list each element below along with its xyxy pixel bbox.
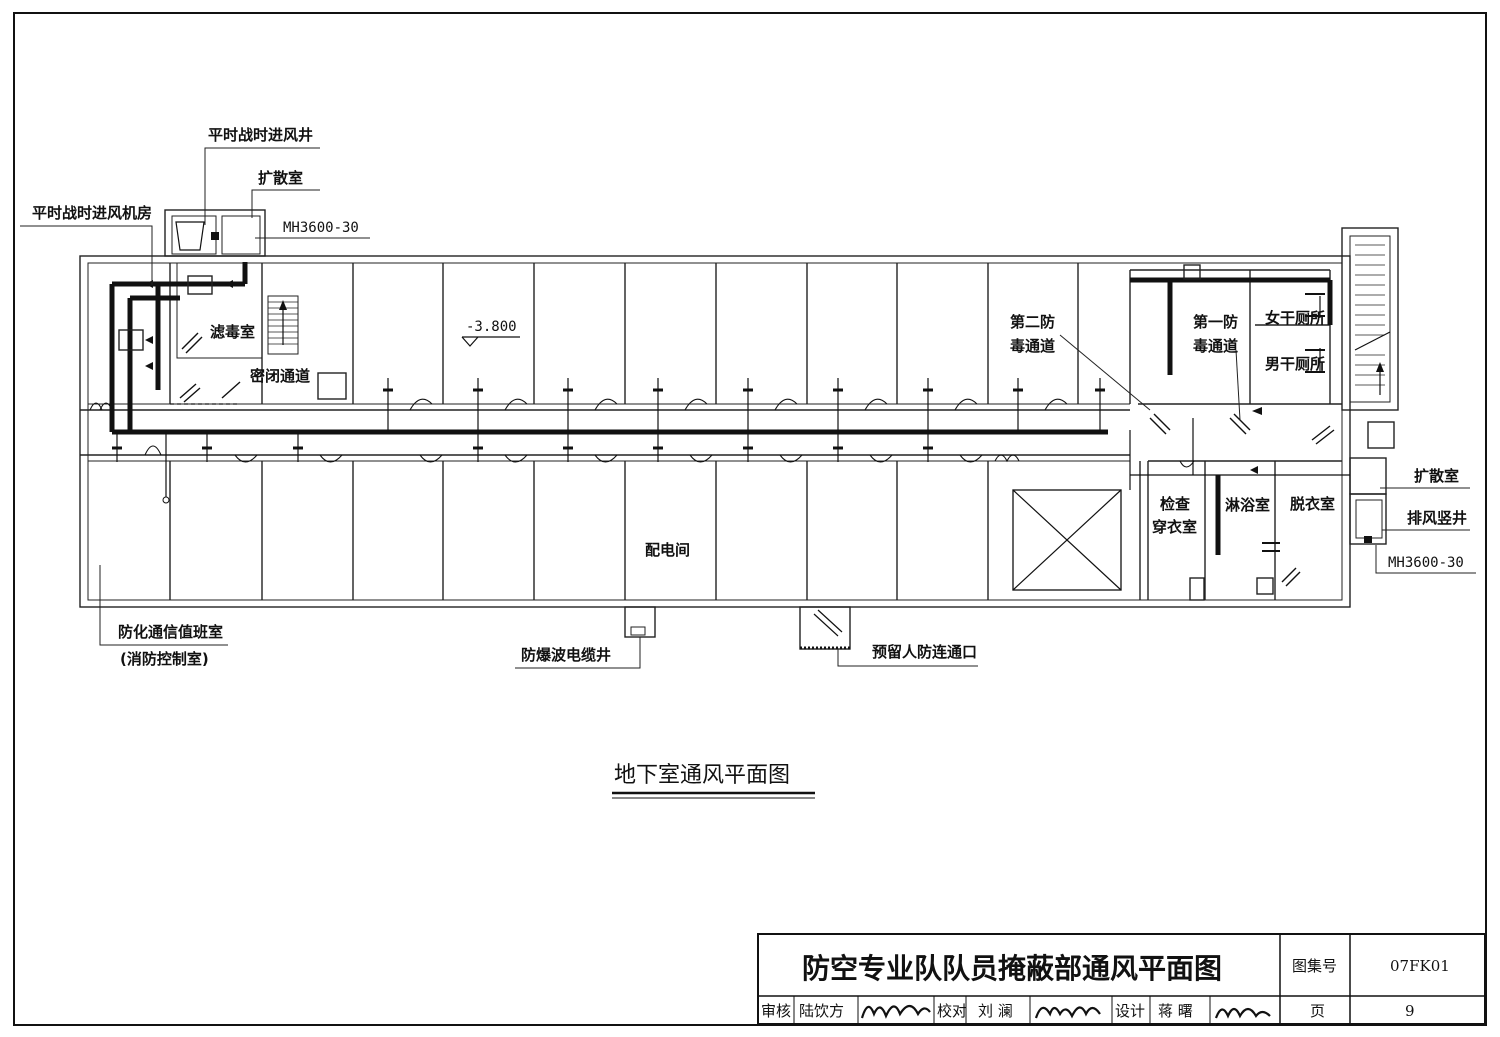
title-block: 防空专业队队员掩蔽部通风平面图 图集号 07FK01 审核 陆饮方 校对 刘 澜… xyxy=(757,933,1486,1025)
sheet-frame xyxy=(13,12,1487,1026)
airtight-passage-label: 密闭通道 xyxy=(250,367,310,385)
atlas-label: 图集号 xyxy=(1292,957,1337,975)
filter-room-label: 滤毒室 xyxy=(210,323,255,341)
building-walls xyxy=(79,255,1351,608)
elevation-text: -3.800 xyxy=(466,319,517,335)
comm-room-label-1: 防化通信值班室 xyxy=(118,623,223,641)
inspect-room-label-2: 穿衣室 xyxy=(1152,518,1197,536)
second-decon-label-1: 第二防 xyxy=(1010,313,1055,331)
undress-room-label: 脱衣室 xyxy=(1290,495,1335,513)
valve-top-label: MH3600-30 xyxy=(283,220,359,236)
drawing-title: 地下室通风平面图 xyxy=(614,763,790,788)
checker-name: 刘 澜 xyxy=(978,1002,1013,1020)
exhaust-stair-block xyxy=(1341,227,1399,545)
callouts: 平时战时进风井 扩散室 平时战时进风机房 MH3600-30 扩散室 排风竖井 … xyxy=(20,126,1476,669)
door-swings xyxy=(89,398,1195,468)
title-block-title: 防空专业队队员掩蔽部通风平面图 xyxy=(802,952,1222,985)
void-cross-box xyxy=(1012,489,1122,591)
power-room-label: 配电间 xyxy=(645,541,690,559)
design-label: 设计 xyxy=(1115,1002,1145,1020)
reserved-passage-label: 预留人防连通口 xyxy=(872,643,977,661)
review-label: 审核 xyxy=(761,1002,791,1020)
valve-right-label: MH3600-30 xyxy=(1388,555,1464,571)
first-decon-label-2: 毒通道 xyxy=(1193,337,1238,355)
duct-system xyxy=(109,262,1350,555)
reviewer-signature xyxy=(860,1004,931,1019)
designer-name: 蒋 曙 xyxy=(1158,1002,1193,1020)
reviewer-name: 陆饮方 xyxy=(799,1002,844,1020)
cable-shaft-label: 防爆波电缆井 xyxy=(521,646,611,664)
male-toilet-label: 男干厕所 xyxy=(1265,355,1325,373)
designer-signature xyxy=(1214,1007,1271,1019)
checker-signature xyxy=(1034,1006,1101,1019)
cable-shaft-box xyxy=(624,606,656,638)
second-decon-label-2: 毒通道 xyxy=(1010,337,1055,355)
airtight-doors xyxy=(179,332,1335,587)
reserved-connection-box xyxy=(799,606,851,650)
exhaust-shaft-label: 排风竖井 xyxy=(1407,509,1467,527)
check-label: 校对 xyxy=(937,1002,967,1020)
page-number: 9 xyxy=(1405,1002,1415,1020)
expansion-room-top-label: 扩散室 xyxy=(258,169,303,187)
comm-room-label-2: (消防控制室) xyxy=(120,650,209,668)
first-decon-label-1: 第一防 xyxy=(1193,313,1238,331)
intake-shaft-label: 平时战时进风井 xyxy=(208,126,313,144)
atlas-number: 07FK01 xyxy=(1390,957,1450,975)
page-label: 页 xyxy=(1310,1002,1325,1020)
female-toilet-label: 女干厕所 xyxy=(1265,309,1325,327)
shower-room-label: 淋浴室 xyxy=(1225,496,1270,514)
elevation-marker: -3.800 xyxy=(461,319,520,347)
intake-fan-room-label: 平时战时进风机房 xyxy=(32,204,152,222)
intake-shaft-block xyxy=(164,209,266,257)
expansion-room-right-label: 扩散室 xyxy=(1414,467,1459,485)
inspect-room-label-1: 检查 xyxy=(1160,495,1191,513)
